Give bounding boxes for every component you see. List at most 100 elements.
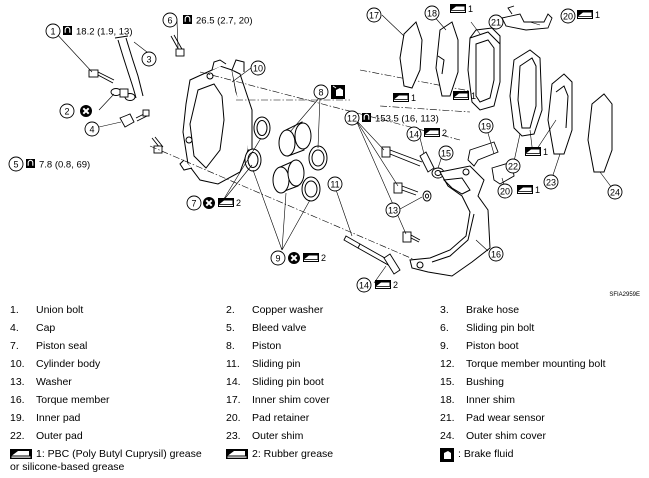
svg-text:14: 14 [359, 281, 369, 291]
callout-8: 8 [313, 84, 329, 100]
torque-spec-mounting-bolt: 153.5 (16, 113) [361, 112, 439, 125]
svg-text:14: 14 [409, 130, 419, 140]
svg-text:7.8 (0.8, 69): 7.8 (0.8, 69) [39, 160, 90, 171]
legend-name: Union bolt [36, 304, 84, 316]
grease-icon: 2 [303, 253, 326, 263]
svg-text:21: 21 [491, 18, 501, 28]
svg-text:1: 1 [543, 147, 548, 157]
svg-text:4: 4 [89, 125, 94, 135]
callout-19: 19 [478, 118, 494, 134]
legend-row: 1.Union bolt 2.Copper washer 3.Brake hos… [0, 304, 649, 322]
sliding-pins [343, 235, 393, 267]
callout-16: 16 [488, 246, 504, 262]
callout-22: 22 [505, 158, 521, 174]
svg-text:18: 18 [427, 9, 437, 19]
callout-15: 15 [438, 145, 454, 161]
legend-name: Pad wear sensor [466, 412, 545, 424]
svg-text:13: 13 [388, 206, 398, 216]
outer-pad [509, 49, 543, 137]
svg-text:23: 23 [546, 178, 556, 188]
svg-text:1: 1 [50, 27, 55, 37]
pistons-and-seals [244, 116, 328, 202]
cap [119, 113, 135, 128]
legend-number: 8. [226, 340, 235, 352]
legend-row: 22.Outer pad 23.Outer shim 24.Outer shim… [0, 430, 649, 448]
callout-24: 24 [607, 184, 623, 200]
callout-20-upper: 20 [560, 8, 576, 24]
svg-text:2: 2 [321, 253, 326, 263]
grease-icon: 2 [424, 128, 447, 138]
torque-member [409, 165, 491, 277]
brake-hose [114, 35, 144, 99]
legend-name: Piston [252, 340, 282, 352]
never-reuse-icon [202, 196, 216, 210]
legend-number: 2. [226, 304, 235, 316]
legend-number: 12. [440, 358, 455, 370]
legend-row: 4.Cap 5.Bleed valve 6.Sliding pin bolt [0, 322, 649, 340]
grease-note-2: 2: Rubber grease [226, 448, 333, 461]
callout-9: 9 [270, 250, 286, 266]
callout-14-upper: 14 [406, 126, 422, 142]
legend-number: 9. [440, 340, 449, 352]
svg-text:22: 22 [508, 162, 518, 172]
grease-icon: 1 [517, 185, 540, 195]
legend-name: Inner shim cover [252, 394, 330, 406]
legend-name: Sliding pin bolt [466, 322, 535, 334]
legend-name: Outer shim [252, 430, 304, 442]
callout-7: 7 [186, 195, 202, 211]
legend-name: Bleed valve [252, 322, 307, 334]
never-reuse-icon [79, 104, 93, 118]
callout-14-lower: 14 [356, 277, 372, 293]
torque-spec-bleed-valve: 7.8 (0.8, 69) [25, 158, 90, 171]
grease-icon: 2 [375, 280, 398, 290]
callout-6: 6 [162, 12, 178, 28]
svg-text:20: 20 [563, 12, 573, 22]
grease-icon: 1 [577, 10, 600, 20]
grease-note-1: 1: PBC (Poly Butyl Cuprysil) grease or s… [10, 448, 202, 473]
figure-code: SFIA2959E [609, 292, 640, 298]
callout-13: 13 [385, 202, 401, 218]
outer-shim-cover [587, 93, 613, 173]
legend-number: 3. [440, 304, 449, 316]
copper-washers [110, 88, 136, 101]
svg-text:8: 8 [318, 88, 323, 98]
leader-lines [53, 13, 616, 284]
legend-row: 7.Piston seal 8.Piston 9.Piston boot [0, 340, 649, 358]
sliding-pin-bolts [151, 34, 185, 154]
legend-number: 13. [10, 376, 25, 388]
svg-text:5: 5 [13, 160, 18, 170]
svg-text:3: 3 [146, 55, 151, 65]
legend-number: 4. [10, 322, 19, 334]
svg-text:20: 20 [500, 187, 510, 197]
legend-name: Piston boot [466, 340, 519, 352]
svg-text:1: 1 [468, 4, 473, 14]
svg-text:11: 11 [330, 180, 339, 190]
svg-text:16: 16 [491, 250, 501, 260]
bleed-valve [135, 109, 150, 122]
svg-text:2: 2 [442, 128, 447, 138]
svg-text:19: 19 [481, 122, 491, 132]
legend-number: 6. [440, 322, 449, 334]
legend-number: 11. [226, 358, 240, 370]
legend-number: 23. [226, 430, 241, 442]
legend-name: Brake hose [466, 304, 520, 316]
symbol-notes: 1: PBC (Poly Butyl Cuprysil) grease or s… [0, 448, 649, 478]
parts-legend: 1.Union bolt 2.Copper washer 3.Brake hos… [0, 304, 649, 478]
callout-20-lower: 20 [497, 183, 513, 199]
svg-text:24: 24 [610, 188, 620, 198]
callout-18: 18 [424, 5, 440, 21]
brake-fluid-icon [440, 448, 454, 462]
legend-number: 19. [10, 412, 25, 424]
legend-number: 18. [440, 394, 455, 406]
svg-text:1: 1 [535, 185, 540, 195]
legend-name: Inner shim [466, 394, 516, 406]
legend-number: 22. [10, 430, 25, 442]
grease-icon: 1 [393, 93, 416, 103]
svg-text:9: 9 [275, 254, 280, 264]
legend-name: Torque member [36, 394, 110, 406]
legend-number: 17. [226, 394, 241, 406]
legend-row: 16.Torque member 17.Inner shim cover 18.… [0, 394, 649, 412]
never-reuse-icon [287, 251, 301, 265]
exploded-brake-caliper-diagram: 1 2 3 4 5 6 7 8 9 10 11 12 13 14 14 15 1… [8, 4, 640, 298]
legend-number: 15. [440, 376, 455, 388]
